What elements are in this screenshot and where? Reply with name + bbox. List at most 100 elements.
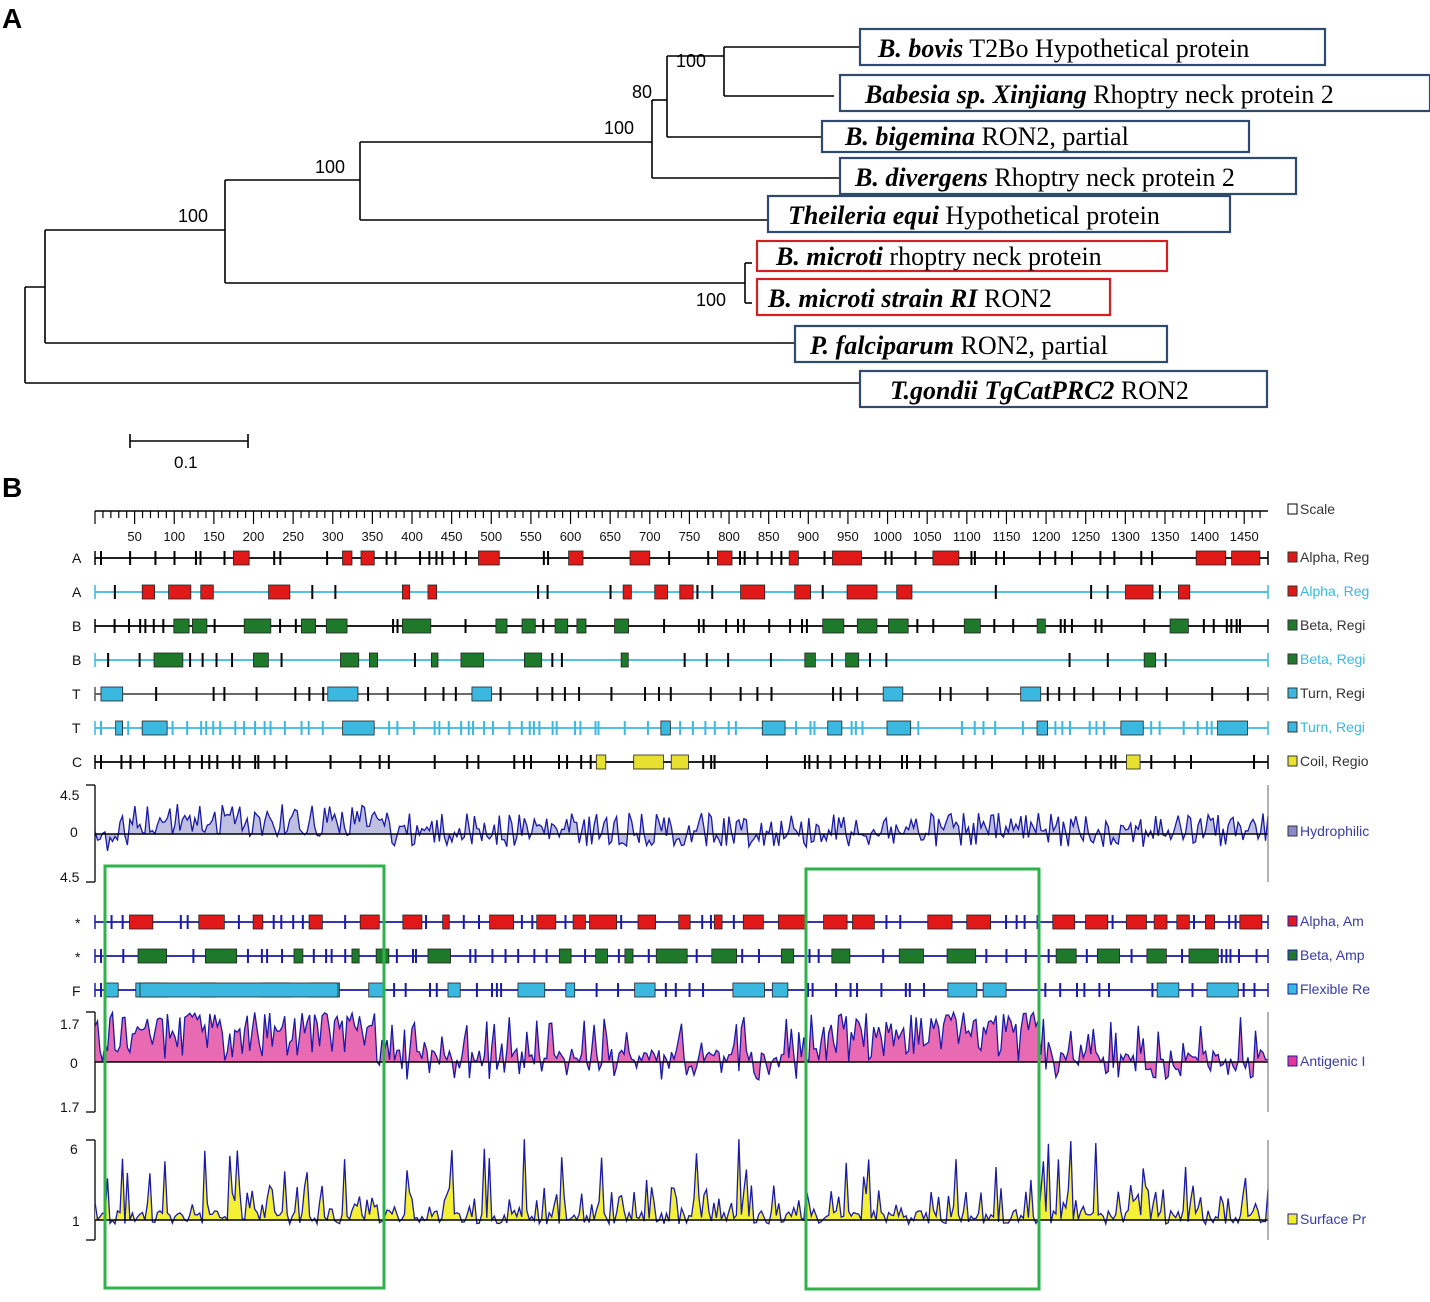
structure-region: [804, 652, 816, 668]
structure-region: [1120, 720, 1144, 736]
structure-region: [104, 982, 119, 998]
legend-item: Coil, Regio: [1287, 753, 1369, 769]
legend-swatch: [1287, 619, 1298, 631]
structure-region: [823, 914, 848, 930]
legend-swatch: [1287, 1213, 1298, 1225]
structure-region: [1096, 948, 1120, 964]
structure-region: [478, 550, 500, 566]
track-letter: F: [72, 983, 81, 999]
structure-region: [882, 686, 904, 702]
legend-item: Alpha, Reg: [1287, 583, 1369, 599]
hydro-axis-min: 4.5: [60, 869, 80, 885]
panel-a-letter: A: [2, 3, 22, 34]
structure-region: [536, 914, 557, 930]
structure-region: [982, 982, 1007, 998]
taxon-label: Theileria equi Hypothetical protein: [788, 201, 1160, 230]
structure-track: [94, 914, 1269, 930]
ruler-tick-label: 1100: [953, 529, 981, 544]
surface-probability-plot: [86, 1139, 1269, 1241]
structure-region: [430, 652, 439, 668]
structure-region: [401, 584, 411, 600]
structure-region: [898, 948, 924, 964]
structure-track: [94, 948, 1269, 964]
structure-region: [141, 720, 168, 736]
structure-region: [489, 914, 514, 930]
structure-region: [447, 982, 461, 998]
structure-region: [1231, 550, 1261, 566]
structure-region: [359, 914, 380, 930]
structure-region: [831, 948, 851, 964]
structure-region: [1169, 618, 1189, 634]
structure-region: [927, 914, 953, 930]
bootstrap-value: 100: [178, 206, 208, 226]
structure-region: [198, 914, 225, 930]
structure-region: [1188, 948, 1219, 964]
structure-region: [576, 618, 587, 634]
structure-region: [327, 686, 359, 702]
structure-region: [1195, 550, 1227, 566]
bootstrap-value: 100: [315, 157, 345, 177]
structure-region: [780, 948, 795, 964]
structure-track: [94, 686, 1269, 702]
ruler-tick-label: 400: [401, 529, 423, 544]
structure-track: [94, 754, 1269, 770]
structure-region: [1143, 652, 1157, 668]
hydro-axis-max: 4.5: [60, 787, 80, 803]
legend-item: Alpha, Am: [1287, 913, 1364, 929]
structure-region: [637, 914, 656, 930]
taxon-box: [793, 324, 1169, 364]
antigenic-axis-min: 1.7: [60, 1099, 80, 1115]
legend-label: Hydrophilic: [1300, 823, 1369, 839]
ruler-tick-label: 1200: [1032, 529, 1061, 544]
structure-region: [460, 652, 484, 668]
structure-region: [1126, 754, 1141, 770]
track-letter: C: [72, 754, 82, 770]
legend-swatch: [1287, 825, 1298, 837]
structure-track: [94, 550, 1269, 566]
structure-region: [1205, 914, 1216, 930]
structure-region: [558, 948, 572, 964]
taxon-box: [820, 119, 1251, 154]
track-letter: A: [72, 584, 82, 600]
structure-region: [1176, 914, 1190, 930]
legend-item: Scale: [1287, 501, 1335, 517]
structure-region: [495, 618, 508, 634]
structure-region: [375, 948, 390, 964]
structure-region: [856, 618, 878, 634]
structure-track: [94, 618, 1269, 634]
legend-label: Beta, Regi: [1300, 651, 1365, 667]
legend-item: Flexible Re: [1287, 981, 1370, 997]
antigenic-region-highlight: [103, 864, 386, 1290]
structure-region: [1217, 720, 1248, 736]
structure-region: [204, 948, 238, 964]
ruler-tick-label: 1450: [1230, 529, 1259, 544]
ruler-tick-label: 1350: [1151, 529, 1180, 544]
legend-item: Turn, Regi: [1287, 685, 1365, 701]
structure-region: [634, 982, 656, 998]
structure-region: [1239, 914, 1263, 930]
structure-region: [888, 618, 909, 634]
surface-axis-min: 1: [72, 1213, 80, 1229]
structure-region: [139, 982, 339, 998]
structure-region: [655, 948, 688, 964]
taxon-label: T.gondii TgCatPRC2 RON2: [890, 376, 1189, 405]
structure-region: [342, 550, 353, 566]
taxon-box: [755, 277, 1112, 317]
ruler-tick-label: 1400: [1190, 529, 1219, 544]
structure-region: [832, 550, 862, 566]
antigenic-axis-max: 1.7: [60, 1016, 80, 1032]
scale-bar: [129, 434, 249, 448]
structure-region: [268, 584, 291, 600]
legend-swatch: [1287, 687, 1298, 699]
structure-region: [360, 550, 375, 566]
antigenic-region-highlight: [804, 867, 1041, 1291]
ruler-tick-label: 900: [797, 529, 819, 544]
ruler-tick-label: 950: [837, 529, 859, 544]
structure-region: [554, 618, 569, 634]
taxon-label: B. bovis T2Bo Hypothetical protein: [877, 34, 1249, 63]
legend-item: Beta, Amp: [1287, 947, 1365, 963]
legend-item: Beta, Regi: [1287, 651, 1365, 667]
structure-region: [761, 720, 786, 736]
structure-region: [1036, 618, 1046, 634]
